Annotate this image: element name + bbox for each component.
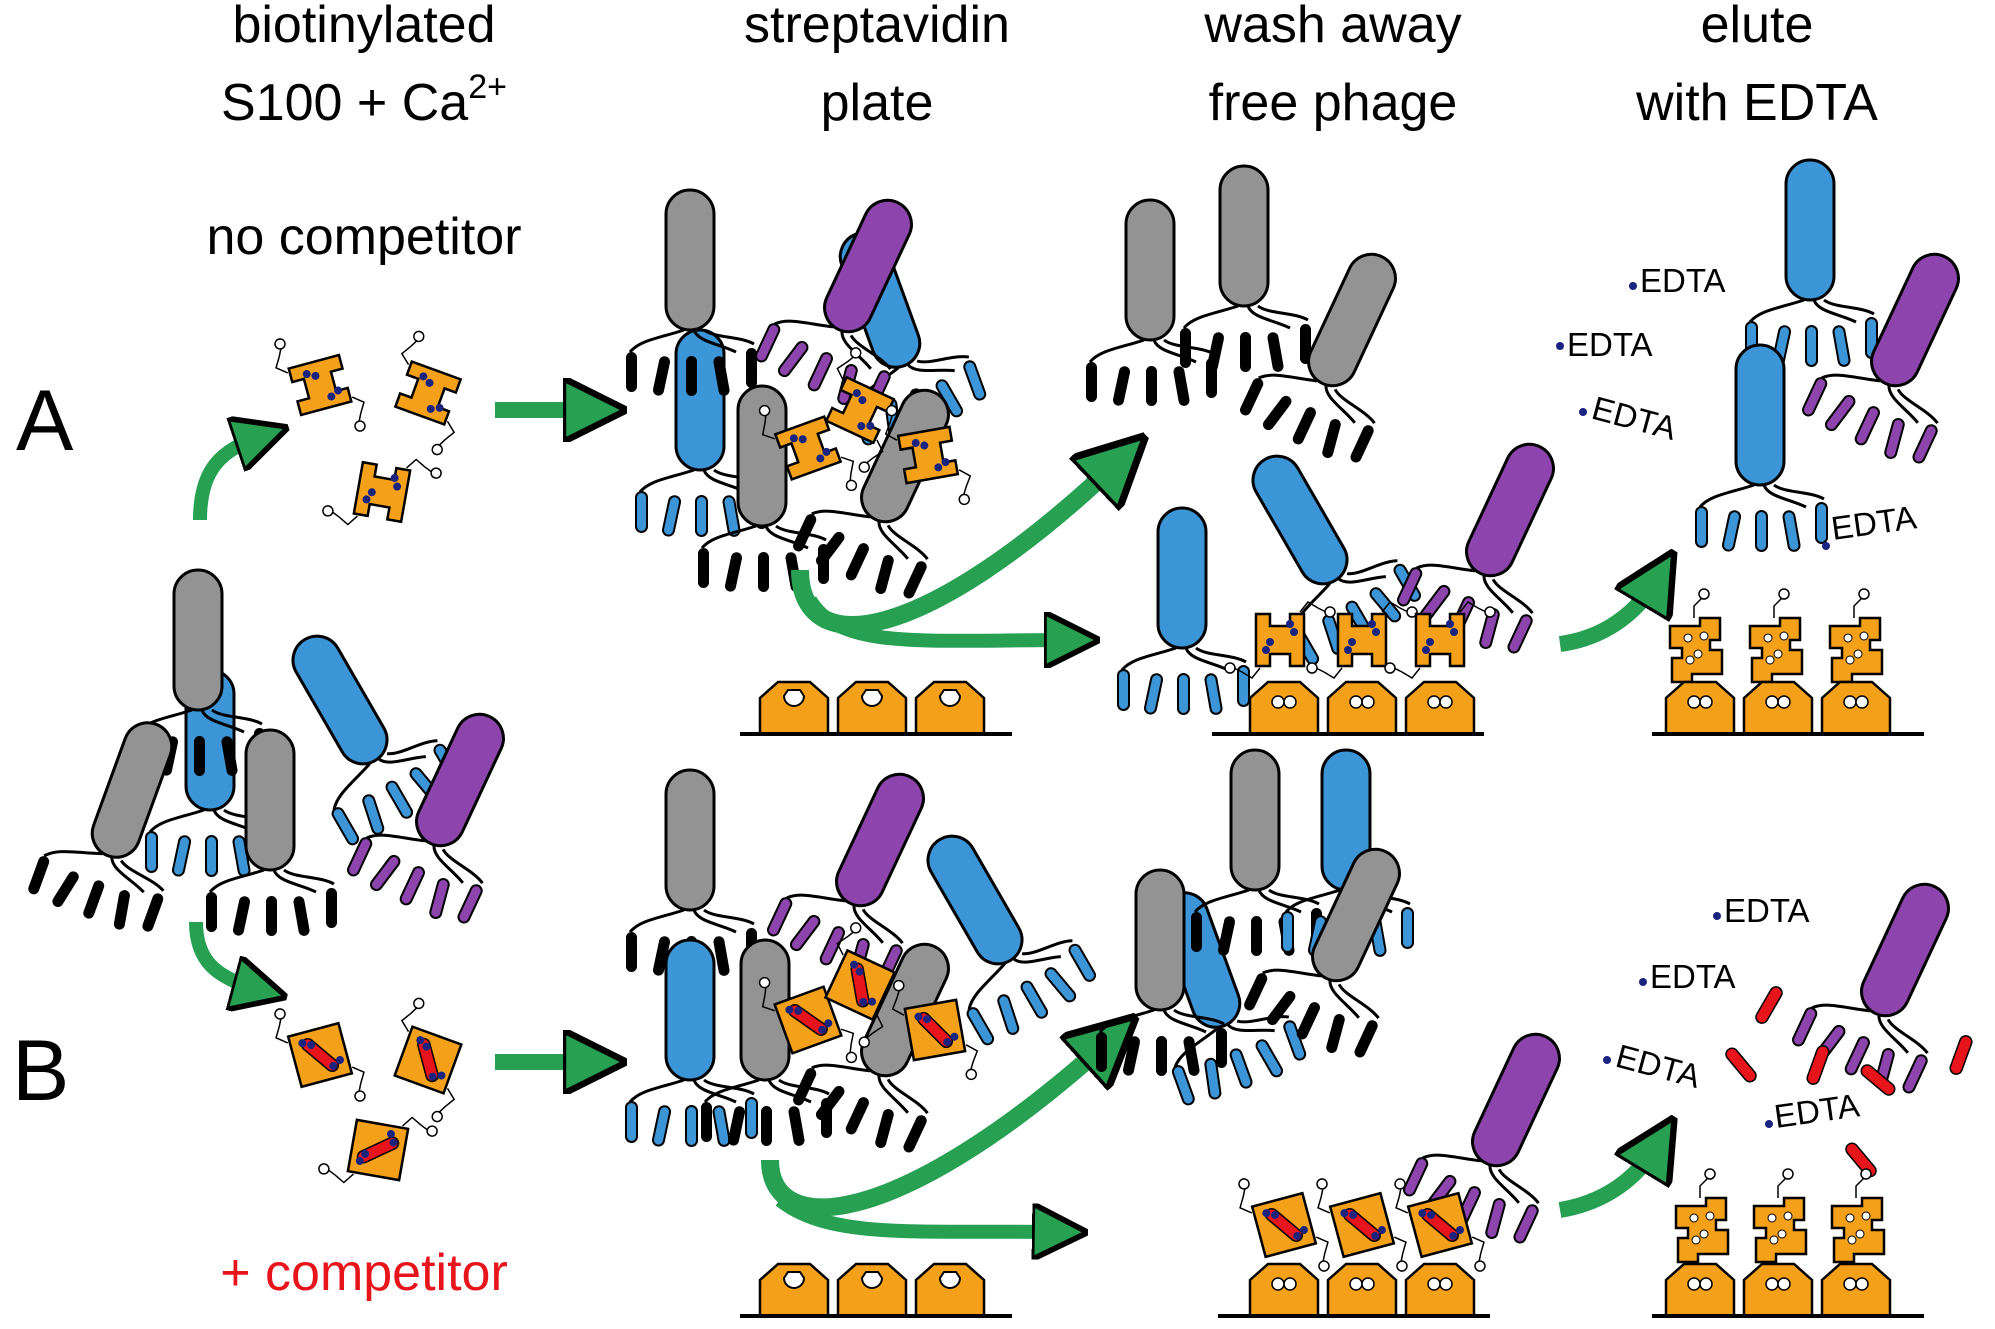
competitor-peptide [1845, 1142, 1877, 1178]
streptavidin-plate-a-elute [1652, 587, 1924, 736]
edta-label: EDTA [1612, 1037, 1704, 1095]
phage-blue [1116, 506, 1251, 717]
edta-label: EDTA [1640, 262, 1726, 299]
s100-apo [1674, 1167, 1730, 1264]
competitor-peptide [1725, 1047, 1757, 1083]
arrow-b-free-phage [761, 1040, 1110, 1217]
s100-apo [1668, 587, 1724, 684]
edta-label: EDTA [1772, 1086, 1862, 1135]
header-s100-ca: S100 + Ca2+ [221, 68, 507, 132]
header-elute: elute [1701, 0, 1814, 54]
phage-gray [624, 188, 759, 399]
phage-blue [1744, 158, 1879, 369]
phage-pool [23, 568, 552, 943]
eluted-b [1725, 858, 1995, 1178]
s100-apo [1828, 587, 1884, 684]
competitor-peptide [1755, 986, 1783, 1024]
bound-phage-a [1116, 418, 1602, 717]
streptavidin-plate-b [740, 1262, 1012, 1318]
streptavidin-plate-a [740, 680, 1012, 736]
streptavidin-plate-b-elute [1652, 1167, 1924, 1318]
s100-apo [1748, 587, 1804, 684]
arrow-a-elute [1558, 578, 1658, 652]
s100-apo [1830, 1167, 1886, 1264]
plate-mix-a [624, 174, 997, 610]
header-plate: plate [821, 74, 934, 132]
edta-b: EDTA EDTA EDTA EDTA [1603, 892, 1862, 1135]
streptavidin-plate-b-wash [1218, 1262, 1490, 1318]
s100-group-a [267, 320, 484, 541]
header-free-phage: free phage [1209, 74, 1458, 132]
phage-blue [1208, 424, 1428, 672]
competitor-peptide [1806, 1045, 1830, 1085]
condition-plus-competitor: + competitor [220, 1244, 508, 1302]
edta-label: EDTA [1829, 498, 1919, 547]
arrow-to-a [193, 436, 262, 521]
s100-protein [1383, 600, 1497, 680]
s100-apo [1752, 1167, 1808, 1264]
arrow-to-b [189, 921, 260, 990]
phage-gray [1178, 164, 1313, 375]
s100-protein [319, 443, 445, 541]
free-phage-b [1094, 748, 1448, 1112]
s100-protein [267, 320, 373, 450]
streptavidin-plate-a-wash [1212, 680, 1484, 736]
header-wash-away: wash away [1203, 0, 1461, 54]
edta-label: EDTA [1567, 326, 1653, 363]
s100-competitor [267, 990, 373, 1120]
arrow-a-free-phage [791, 460, 1120, 634]
phage-gray [1084, 198, 1219, 409]
s100-protein [372, 327, 484, 459]
eluted-phage-a [1694, 158, 1995, 554]
arrow-a-bound [804, 596, 1072, 641]
s100-competitor [315, 1101, 441, 1199]
bound-b [1231, 1008, 1608, 1290]
edta-label: EDTA [1650, 958, 1736, 995]
competitor-peptide [1860, 1064, 1896, 1096]
s100-competitor [372, 994, 484, 1126]
s100-competitor-group-b [267, 990, 484, 1199]
arrow-b-elute [1558, 1144, 1658, 1218]
arrow-b-bound [775, 1194, 1060, 1232]
free-phage-a [1084, 164, 1444, 474]
header-streptavidin: streptavidin [744, 0, 1010, 54]
row-label-b: B [12, 1023, 69, 1119]
condition-no-competitor: no competitor [206, 208, 521, 266]
row-label-a: A [16, 373, 74, 469]
header-with-edta: with EDTA [1635, 74, 1878, 132]
competitor-peptide [1949, 1035, 1973, 1075]
edta-label: EDTA [1724, 892, 1810, 929]
edta-label: EDTA [1588, 389, 1680, 447]
phage-blue [1694, 343, 1829, 554]
header-biotinylated: biotinylated [232, 0, 495, 54]
